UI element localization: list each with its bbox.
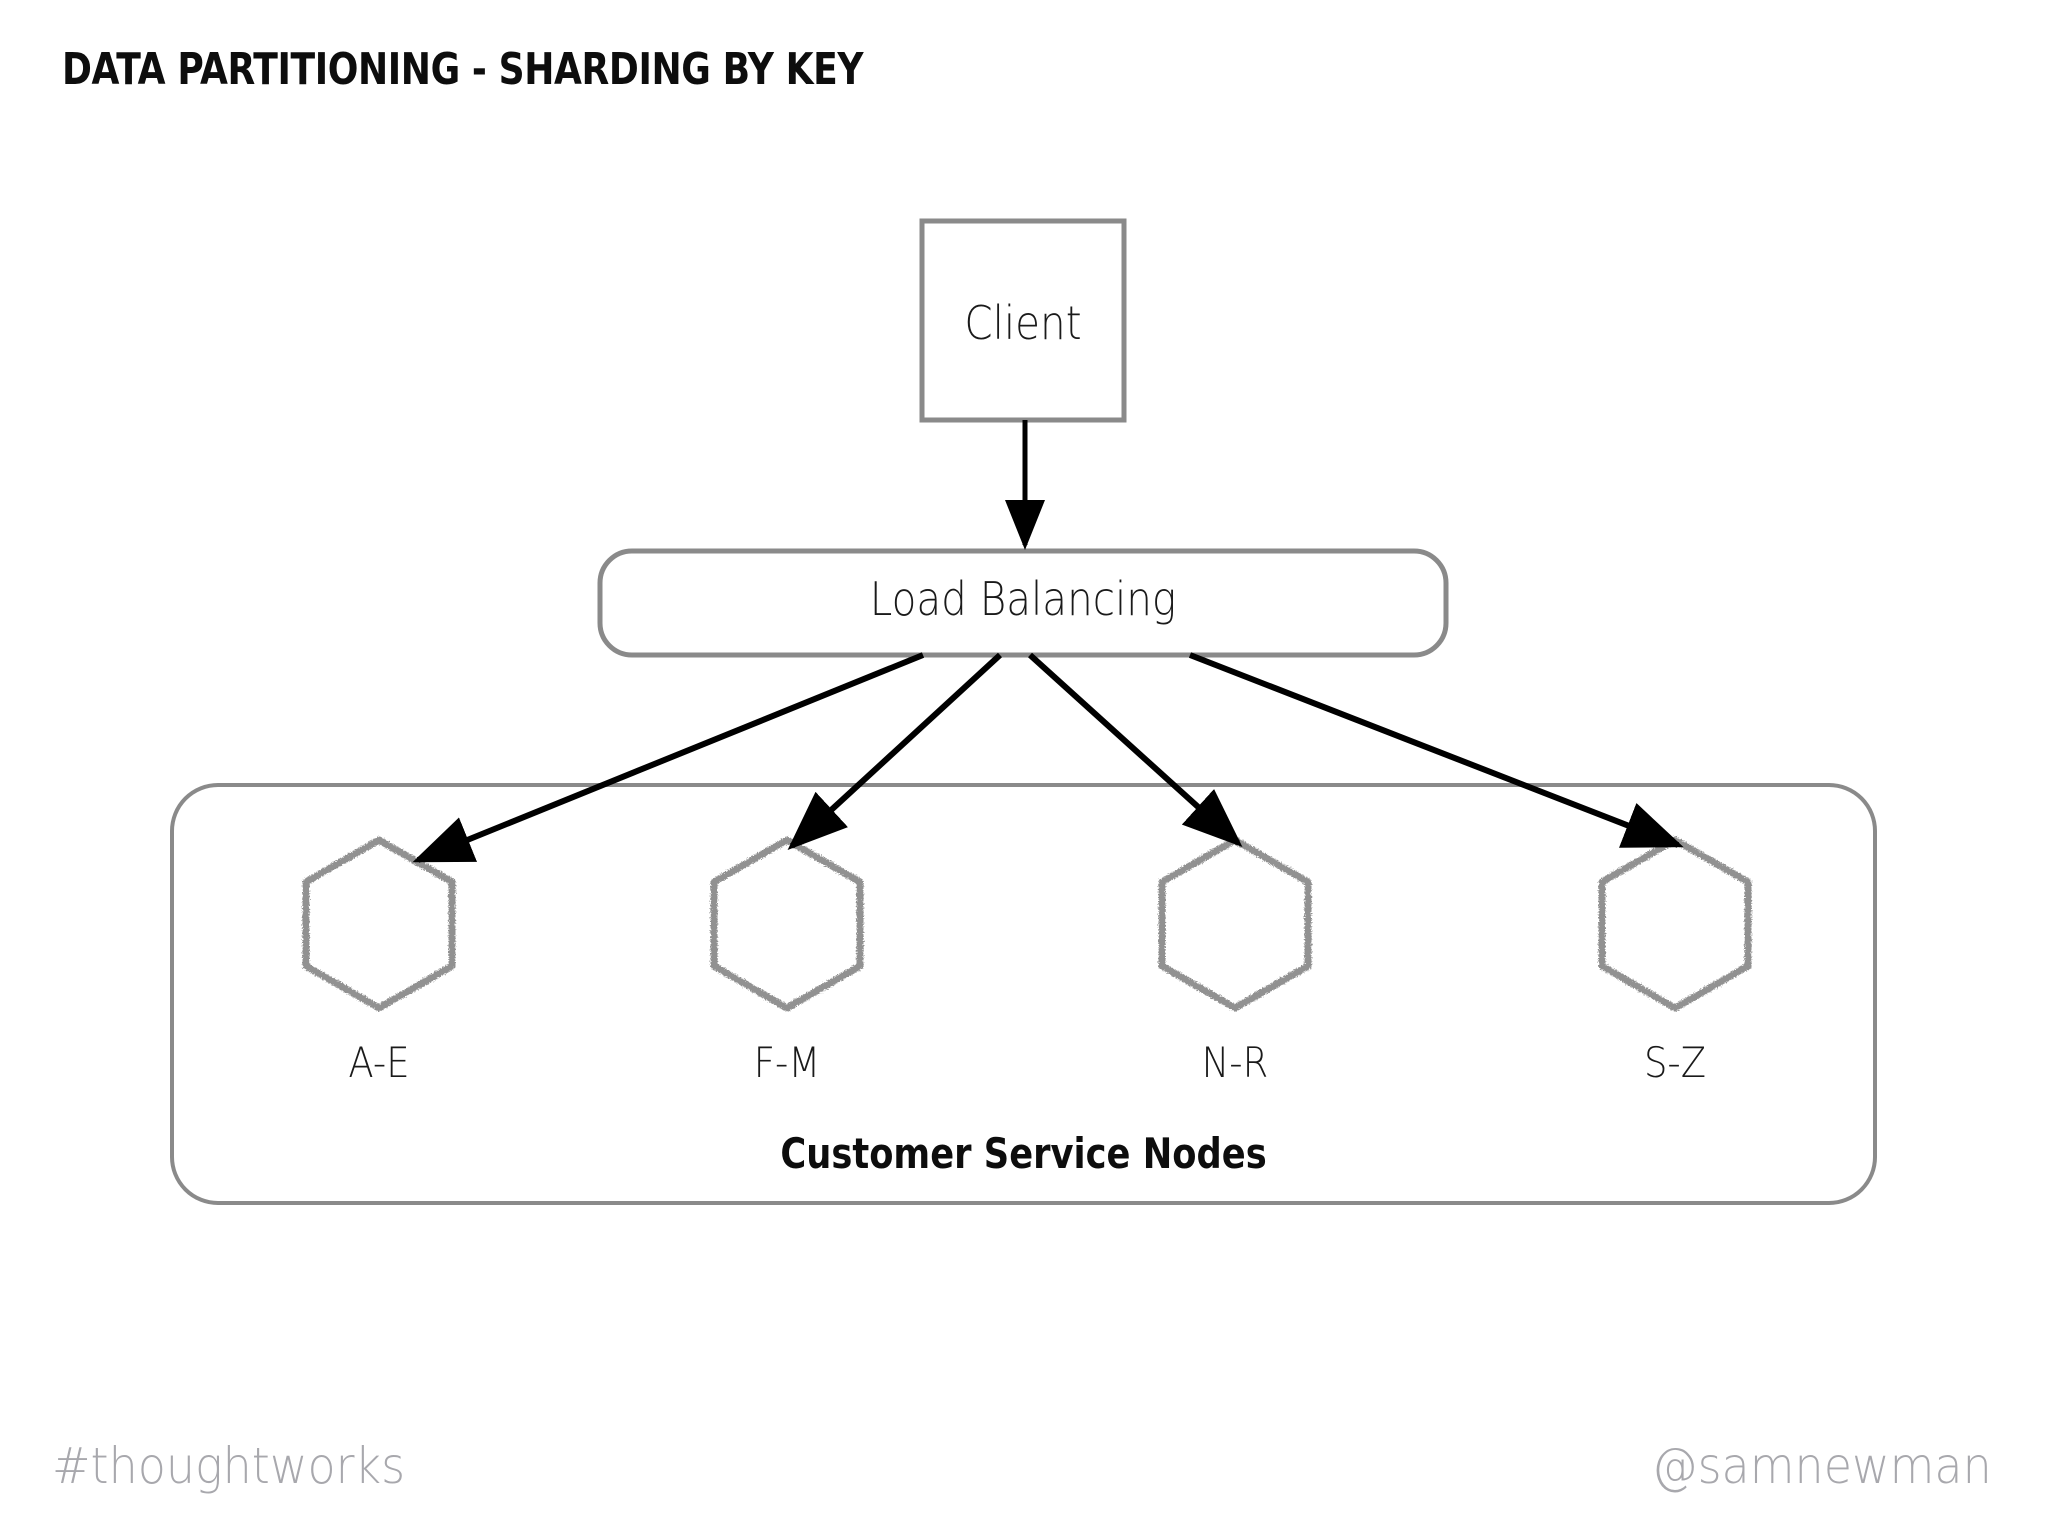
shard-hexagon-s-z[interactable] <box>1598 836 1752 1012</box>
footer-hashtag: #thoughtworks <box>52 1437 406 1495</box>
client-label: Client <box>964 296 1082 350</box>
page-title: DATA PARTITIONING - SHARDING BY KEY <box>62 44 864 95</box>
connector-lb-to-shard-f-m <box>787 652 1003 851</box>
shard-label-s-z: S-Z <box>1643 1038 1707 1087</box>
shard-hexagon-a-e[interactable] <box>302 836 456 1012</box>
shard-hexagon-f-m[interactable] <box>710 836 864 1012</box>
shard-label-a-e: A-E <box>348 1038 410 1087</box>
connector-lb-to-shard-n-r <box>1027 652 1243 848</box>
load-balancing-box[interactable] <box>597 548 1449 658</box>
footer-handle: @samnewman <box>1651 1437 1992 1495</box>
customer-service-nodes-label: Customer Service Nodes <box>172 1129 1875 1178</box>
shard-label-n-r: N-R <box>1201 1038 1269 1087</box>
customer-service-nodes-label-text: Customer Service Nodes <box>780 1129 1267 1178</box>
shard-hexagon-n-r[interactable] <box>1158 836 1312 1012</box>
connector-lb-to-shard-s-z <box>1188 652 1684 848</box>
client-box[interactable] <box>919 218 1127 423</box>
shard-label-f-m: F-M <box>753 1038 821 1087</box>
connector-lb-to-shard-a-e <box>412 652 925 863</box>
customer-service-nodes-container <box>170 783 1877 1205</box>
load-balancing-label: Load Balancing <box>869 572 1177 626</box>
